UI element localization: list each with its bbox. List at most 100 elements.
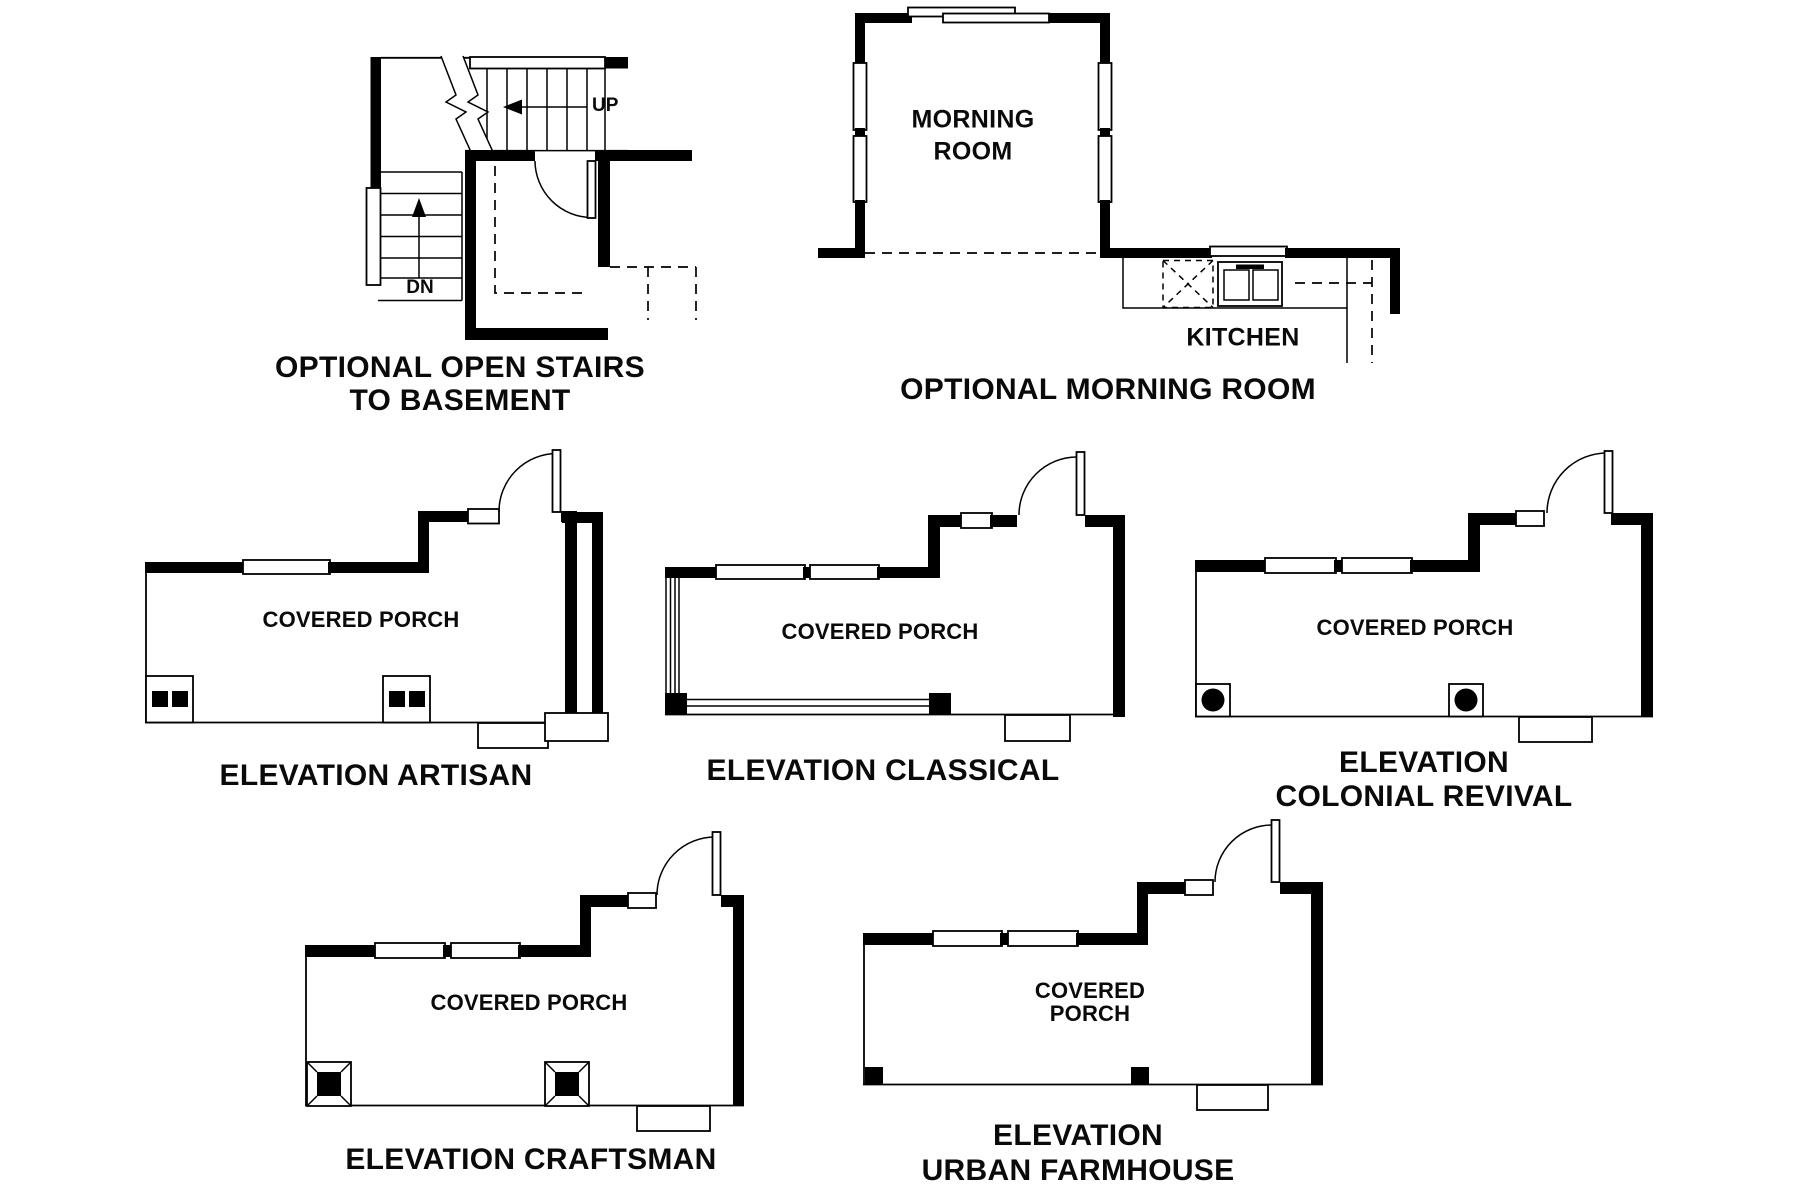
entry-step bbox=[1004, 714, 1071, 742]
farmhouse-title-line2: URBAN FARMHOUSE bbox=[921, 1154, 1235, 1187]
wall bbox=[443, 945, 453, 957]
stairs-title-line2: TO BASEMENT bbox=[349, 384, 571, 417]
break-line bbox=[462, 55, 494, 153]
door-swing-arc bbox=[1214, 824, 1273, 883]
window bbox=[627, 892, 657, 909]
railing bbox=[687, 698, 929, 707]
porch-post-core bbox=[172, 691, 188, 707]
wall bbox=[855, 13, 912, 23]
wall bbox=[1100, 128, 1110, 138]
window bbox=[1097, 62, 1113, 131]
door-leaf bbox=[586, 160, 597, 219]
window bbox=[715, 564, 806, 580]
porch-post-core bbox=[152, 691, 168, 707]
dishwasher-dashed bbox=[1162, 259, 1214, 309]
door-swing-arc bbox=[656, 836, 716, 896]
porch-post-taper bbox=[544, 1061, 590, 1107]
window bbox=[467, 508, 500, 525]
porch-post bbox=[665, 693, 687, 714]
wall bbox=[1641, 513, 1653, 717]
wall bbox=[565, 511, 577, 723]
stairs-title-line1: OPTIONAL OPEN STAIRS bbox=[275, 351, 645, 384]
wall bbox=[328, 562, 429, 573]
dn-label: DN bbox=[406, 277, 434, 298]
morning-room-label-line1: MORNING bbox=[911, 105, 1035, 134]
break-line-mask bbox=[441, 56, 493, 152]
up-arrow-head bbox=[503, 99, 522, 115]
wall bbox=[877, 567, 940, 578]
wall bbox=[580, 895, 630, 907]
porch-post-taper bbox=[306, 1061, 352, 1107]
window bbox=[242, 559, 331, 575]
wall bbox=[1468, 513, 1480, 572]
entry-step bbox=[1518, 716, 1593, 743]
window bbox=[1515, 510, 1545, 527]
wall bbox=[465, 150, 535, 161]
wall bbox=[1076, 933, 1148, 945]
window bbox=[809, 564, 880, 580]
wall bbox=[818, 248, 865, 258]
up-label: UP bbox=[592, 95, 619, 116]
classical-porch-label: COVERED PORCH bbox=[781, 619, 979, 644]
door-swing-arc bbox=[534, 160, 592, 219]
wall bbox=[580, 895, 591, 957]
wall bbox=[1195, 560, 1267, 572]
entry-step bbox=[1196, 1084, 1269, 1111]
stair-side-rail bbox=[365, 187, 382, 286]
opening-dashed bbox=[610, 266, 697, 320]
wall bbox=[1100, 200, 1110, 258]
wall bbox=[1311, 882, 1323, 1085]
cabinet-dashed bbox=[1295, 260, 1373, 363]
colonial-title-line1: ELEVATION bbox=[1339, 746, 1509, 779]
wall bbox=[1334, 560, 1344, 572]
morning-room-plan bbox=[818, 6, 1400, 363]
wall bbox=[1285, 248, 1400, 258]
morning-room-title: OPTIONAL MORNING ROOM bbox=[900, 373, 1316, 406]
window bbox=[1209, 245, 1288, 257]
door-leaf bbox=[1270, 819, 1281, 883]
wall bbox=[863, 933, 935, 945]
classical-column bbox=[665, 578, 680, 694]
door-swing-arc bbox=[1018, 456, 1078, 516]
elevation-craftsman-plan bbox=[305, 831, 744, 1132]
elevation-classical-plan bbox=[544, 451, 1125, 742]
wall bbox=[145, 562, 245, 573]
door-leaf bbox=[711, 831, 722, 896]
artisan-title: ELEVATION ARTISAN bbox=[219, 759, 533, 792]
window bbox=[942, 12, 1050, 24]
wall bbox=[1113, 515, 1125, 717]
wall bbox=[465, 328, 608, 340]
wall-stub bbox=[598, 161, 610, 267]
porch-post bbox=[929, 693, 951, 714]
wall bbox=[370, 57, 381, 188]
sink-basin bbox=[1252, 269, 1279, 301]
elevation-artisan-plan bbox=[145, 449, 577, 749]
wall bbox=[990, 515, 1017, 527]
stairs-plan bbox=[365, 55, 697, 340]
farmhouse-porch-label-line2: PORCH bbox=[1049, 1001, 1131, 1026]
elevation-colonial-revival-plan bbox=[1195, 450, 1653, 743]
entry-step bbox=[477, 722, 549, 749]
window bbox=[1097, 135, 1113, 203]
wall bbox=[1410, 560, 1480, 572]
craftsman-porch-label: COVERED PORCH bbox=[430, 990, 628, 1015]
door-swing-arc bbox=[498, 452, 558, 512]
wall bbox=[1110, 248, 1212, 258]
wall bbox=[665, 567, 718, 578]
porch-post bbox=[1131, 1067, 1149, 1085]
wall bbox=[1100, 13, 1110, 65]
break-line bbox=[440, 55, 472, 153]
wall bbox=[803, 567, 812, 578]
opening-dashed bbox=[494, 166, 583, 294]
elevation-urban-farmhouse-plan bbox=[863, 819, 1323, 1111]
colonial-porch-label: COVERED PORCH bbox=[1316, 615, 1514, 640]
colonial-title-line2: COLONIAL REVIVAL bbox=[1275, 780, 1573, 813]
wall bbox=[1390, 258, 1400, 314]
artisan-porch-label: COVERED PORCH bbox=[262, 607, 460, 632]
wall bbox=[1045, 13, 1110, 23]
porch-column bbox=[1454, 688, 1478, 712]
wall bbox=[518, 945, 591, 957]
wall bbox=[592, 512, 603, 713]
wall bbox=[733, 895, 744, 1106]
